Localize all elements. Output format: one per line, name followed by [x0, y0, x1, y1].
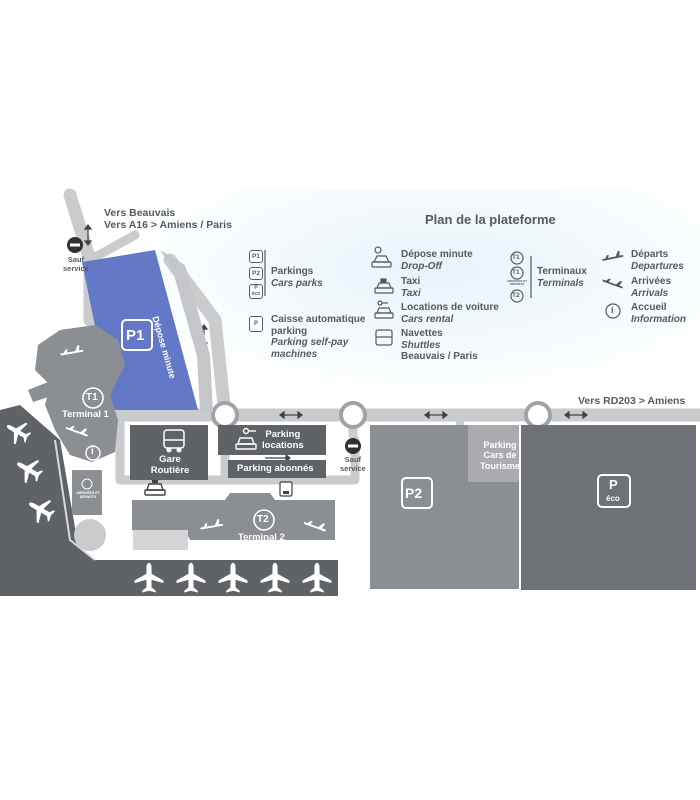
- gare-routiere-label: Gare Routière: [150, 454, 190, 476]
- t2-badge: T2: [257, 514, 269, 525]
- legend-t2-badge: T2: [512, 292, 520, 299]
- info-label: i: [91, 446, 94, 457]
- peco-sub-label: éco: [606, 494, 620, 503]
- terminal2-annex: [133, 530, 188, 550]
- parking-abonnes-label: Parking abonnés: [237, 463, 314, 474]
- terminal1-label: Terminal 1: [62, 409, 109, 420]
- sauf-service-label: Sauf service: [340, 455, 366, 473]
- bus-icon: [163, 429, 185, 453]
- peco-label: P: [609, 477, 618, 492]
- cars-tourisme-label: Parking Cars de Tourisme: [480, 440, 520, 471]
- depose-minute-lane: [160, 250, 213, 412]
- roundabouts: [211, 401, 552, 429]
- taxi-icon: [144, 480, 166, 496]
- legend-t1-badge: T1: [512, 269, 520, 276]
- map-title: Plan de la plateforme: [425, 212, 556, 227]
- legend-terminals-note: ARRIVÉES ET DÉPARTS: [506, 279, 527, 287]
- legend-icons: [264, 246, 621, 346]
- road-label-north: Vers Beauvais Vers A16 > Amiens / Paris: [104, 207, 232, 232]
- legend-t1-badge: T1: [512, 254, 520, 261]
- t1-note: ARRIVÉES ET DÉPARTS: [76, 491, 100, 500]
- legend-p2-badge: P2: [249, 267, 263, 280]
- parking-abonnes-block: [228, 460, 326, 478]
- terminal2-label: Terminal 2: [238, 532, 285, 543]
- t1-badge: T1: [86, 392, 98, 403]
- parking-locations-block: [218, 425, 326, 455]
- road-label-east: Vers RD203 > Amiens: [578, 395, 686, 407]
- legend-pay-machine-icon: P: [249, 316, 263, 332]
- parking-locations-label: Parking locations: [262, 429, 304, 451]
- car-rental-icon: [235, 427, 257, 450]
- p1-label: P1: [126, 327, 145, 344]
- terminal1-building: [35, 325, 125, 462]
- p2-label: P2: [405, 485, 423, 501]
- no-entry-icon: [67, 237, 361, 454]
- terminal1-wing: [28, 378, 64, 402]
- map-badges: [81, 387, 275, 531]
- pay-machine-icon: [279, 481, 293, 497]
- parking-signs: [121, 319, 631, 509]
- legend-p1-badge: P1: [249, 250, 263, 263]
- sauf-service-label: Sauf service: [63, 255, 89, 273]
- terminal2-building: [132, 493, 335, 540]
- t1-small-building: [72, 470, 102, 515]
- roundabout-tank: [74, 519, 106, 551]
- apron-area: [0, 405, 338, 596]
- legend-info-icon: i: [611, 305, 614, 315]
